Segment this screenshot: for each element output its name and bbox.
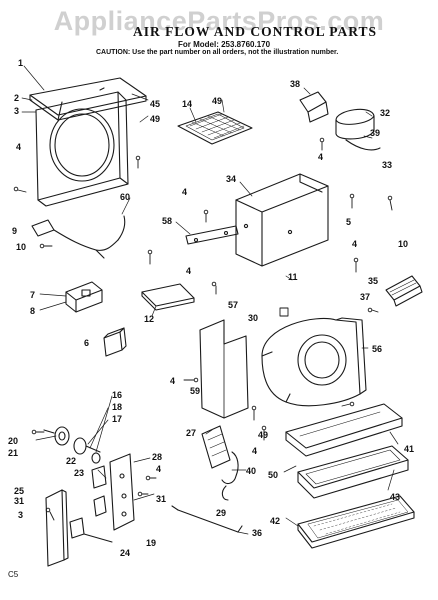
- callout: 37: [360, 292, 370, 302]
- callout: 11: [288, 272, 298, 282]
- callout: 10: [16, 242, 26, 252]
- callout: 1: [18, 58, 23, 68]
- callout: 20: [8, 436, 18, 446]
- mounting-rail-drawing: [185, 225, 239, 245]
- capacitor-drawing: [299, 91, 381, 151]
- control-bracket-drawing: [235, 173, 329, 267]
- callout: 19: [146, 538, 156, 548]
- model-line: For Model: 253.8760.170: [178, 40, 271, 49]
- power-cord-drawing: [31, 215, 126, 259]
- filter-screen-drawing: [177, 111, 253, 145]
- caution-note: CAUTION: Use the part number on all orde…: [96, 49, 339, 56]
- callout: 40: [246, 466, 256, 476]
- callout: 31: [14, 496, 24, 506]
- callout: 24: [120, 548, 130, 558]
- callout: 4: [16, 142, 21, 152]
- callout: 18: [112, 402, 122, 412]
- callout: 57: [228, 300, 238, 310]
- callout: 38: [290, 79, 300, 89]
- callout: 50: [268, 470, 278, 480]
- callout: 4: [186, 266, 191, 276]
- screw-icons: [13, 137, 393, 521]
- callout: 56: [372, 344, 382, 354]
- callout: 49: [258, 430, 268, 440]
- callout: 5: [346, 217, 351, 227]
- callout: 45: [150, 99, 160, 109]
- callout: 34: [226, 174, 236, 184]
- front-panel-drawing: [29, 77, 147, 207]
- blower-housing-drawing: [261, 317, 367, 407]
- callout: 3: [18, 510, 23, 520]
- callout: 23: [74, 468, 84, 478]
- callout: 30: [248, 313, 258, 323]
- callout: 2: [14, 93, 19, 103]
- control-plate-drawing: [45, 453, 135, 567]
- callout: 4: [156, 464, 161, 474]
- control-knob-drawing: [43, 426, 101, 464]
- callout: 21: [8, 448, 18, 458]
- callout: 49: [150, 114, 160, 124]
- callout: 9: [12, 226, 17, 236]
- callout: 42: [270, 516, 280, 526]
- callout: 3: [14, 106, 19, 116]
- callout: 43: [390, 492, 400, 502]
- callout: 4: [182, 187, 187, 197]
- callout: 25: [14, 486, 24, 496]
- motor-bracket-drawing: [199, 319, 249, 419]
- callout: 36: [252, 528, 262, 538]
- callout: 4: [352, 239, 357, 249]
- drain-tray-drawing: [297, 445, 409, 499]
- callout-labels: 1 2 3 4 45 49 14 49 38 32 39 4 33 34 4 6…: [8, 58, 414, 558]
- cover-plate-drawing: [141, 283, 195, 311]
- callout: 35: [368, 276, 378, 286]
- relay-drawing: [103, 327, 127, 357]
- linkage-rod-drawing: [171, 505, 243, 533]
- callout: 16: [112, 390, 122, 400]
- leader-lines: [21, 65, 399, 535]
- watermark: AppliancePartsPros.com: [53, 6, 385, 36]
- callout: 33: [382, 160, 392, 170]
- callout: 6: [84, 338, 89, 348]
- diagram-title: AIR FLOW AND CONTROL PARTS: [132, 24, 378, 39]
- callout: 41: [404, 444, 414, 454]
- callout: 4: [318, 152, 323, 162]
- callout: 28: [152, 452, 162, 462]
- callout: 8: [30, 306, 35, 316]
- callout: 22: [66, 456, 76, 466]
- callout: 60: [120, 192, 130, 202]
- callout: 12: [144, 314, 154, 324]
- callout: 49: [212, 96, 222, 106]
- corner-code: C5: [8, 570, 19, 579]
- base-pan-drawing: [285, 403, 403, 457]
- callout: 10: [398, 239, 408, 249]
- callout: 39: [370, 128, 380, 138]
- callout: 29: [216, 508, 226, 518]
- callout: 14: [182, 99, 192, 109]
- callout: 4: [252, 446, 257, 456]
- selector-switch-drawing: [65, 281, 103, 313]
- callout: 7: [30, 290, 35, 300]
- callout: 17: [112, 414, 122, 424]
- heater-element-drawing: [385, 275, 423, 307]
- callout: 31: [156, 494, 166, 504]
- callout: 4: [170, 376, 175, 386]
- callout: 59: [190, 386, 200, 396]
- filter-pad-drawing: [297, 495, 415, 549]
- callout: 27: [186, 428, 196, 438]
- callout: 58: [162, 216, 172, 226]
- thermostat-drawing: [201, 425, 239, 501]
- callout: 32: [380, 108, 390, 118]
